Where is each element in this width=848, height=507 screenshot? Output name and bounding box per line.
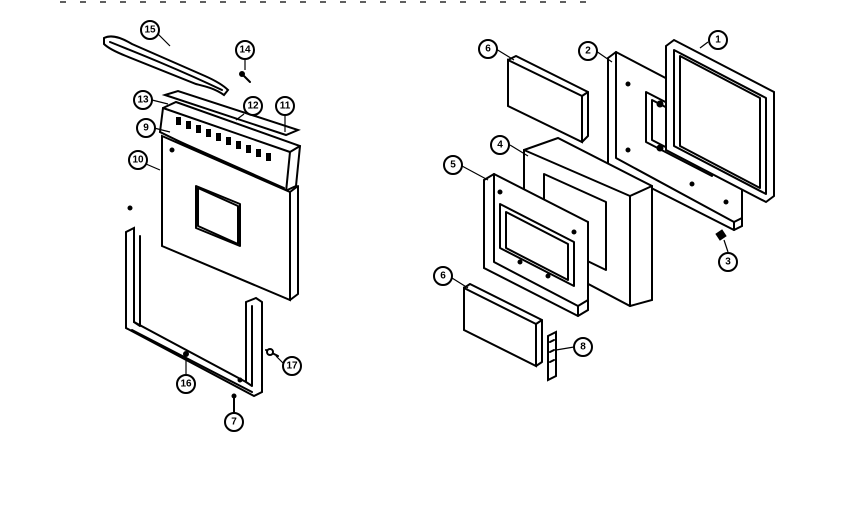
svg-text:3: 3 (725, 257, 731, 268)
callout-15: 15 (140, 20, 160, 40)
part-6-glass-pane-bottom (463, 283, 543, 368)
callout-13: 13 (133, 90, 153, 110)
svg-text:11: 11 (280, 101, 291, 112)
part-6-glass-pane-top (507, 55, 589, 144)
callout-7: 7 (224, 412, 244, 432)
callout-4: 4 (490, 135, 510, 155)
svg-text:4: 4 (497, 140, 503, 151)
svg-text:1: 1 (715, 35, 721, 46)
svg-text:12: 12 (247, 101, 259, 112)
part-3-clip (715, 229, 727, 241)
svg-text:9: 9 (143, 123, 149, 134)
callout-1: 1 (708, 30, 728, 50)
part-5-door-liner (483, 172, 589, 318)
part-loose-screw (127, 205, 133, 211)
callout-6-top: 6 (478, 39, 498, 59)
callout-5: 5 (443, 155, 463, 175)
callout-3: 3 (718, 252, 738, 272)
svg-text:5: 5 (450, 160, 456, 171)
svg-text:6: 6 (485, 44, 491, 55)
part-12-control-panel (158, 100, 302, 194)
part-8-hinge (547, 330, 557, 382)
part-15-door-handle (103, 35, 230, 97)
svg-text:17: 17 (286, 361, 298, 372)
part-10-outer-door-panel (161, 134, 299, 302)
part-17-clip (265, 348, 279, 357)
part-7-screw (231, 393, 237, 413)
callout-16: 16 (176, 374, 196, 394)
callout-9: 9 (136, 118, 156, 138)
svg-text:6: 6 (440, 271, 446, 282)
part-13-trim-strip (161, 89, 301, 137)
callout-8: 8 (573, 337, 593, 357)
svg-text:15: 15 (144, 25, 156, 36)
callout-2: 2 (578, 41, 598, 61)
callout-6-bottom: 6 (433, 266, 453, 286)
svg-text:13: 13 (137, 95, 149, 106)
svg-text:10: 10 (132, 155, 144, 166)
leader-lines (145, 33, 729, 415)
part-14-screw (239, 71, 251, 83)
callout-12: 12 (243, 96, 263, 116)
svg-text:2: 2 (585, 46, 591, 57)
callout-10: 10 (128, 150, 148, 170)
callout-14: 14 (235, 40, 255, 60)
part-16-door-frame (125, 226, 263, 398)
callout-17: 17 (282, 356, 302, 376)
part-1-door-gasket (665, 38, 775, 204)
svg-text:8: 8 (580, 342, 586, 353)
callout-11: 11 (275, 96, 295, 116)
svg-text:7: 7 (231, 417, 237, 428)
svg-text:14: 14 (239, 45, 251, 56)
svg-text:16: 16 (180, 379, 192, 390)
